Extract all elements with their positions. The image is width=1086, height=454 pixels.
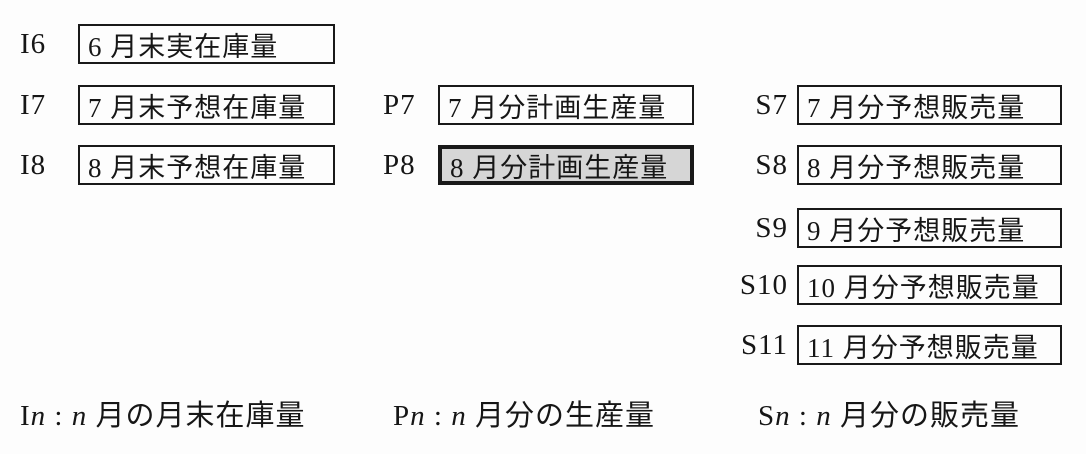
node-i7: I7 7 月末予想在庫量 bbox=[20, 84, 335, 126]
node-symbol-s11: S11 bbox=[740, 328, 788, 361]
legend-sales-desc: 月分の販売量 bbox=[831, 400, 1020, 432]
node-s11: S11 11 月分予想販売量 bbox=[722, 324, 1062, 366]
node-symbol-i7: I7 bbox=[20, 88, 47, 121]
legend-sales-letter: S bbox=[758, 400, 776, 432]
legend-inventory-var: n bbox=[30, 400, 47, 432]
legend-production-var: n bbox=[410, 400, 426, 432]
node-box-s8: 8 月分予想販売量 bbox=[797, 145, 1062, 185]
legend-production-var2: n bbox=[451, 400, 467, 432]
node-i6: I6 6 月末実在庫量 bbox=[20, 23, 335, 65]
node-box-i7: 7 月末予想在庫量 bbox=[78, 85, 335, 125]
legend-sales-sep: : bbox=[790, 400, 817, 432]
legend-inventory: In : n 月の月末在庫量 bbox=[20, 392, 306, 434]
node-p7: P7 7 月分計画生産量 bbox=[383, 84, 694, 126]
node-box-p7: 7 月分計画生産量 bbox=[438, 85, 694, 125]
legend-inventory-desc: 月の月末在庫量 bbox=[87, 400, 306, 432]
legend-sales-var2: n bbox=[816, 400, 832, 432]
legend-production-sep: : bbox=[425, 400, 452, 432]
node-s9: S9 9 月分予想販売量 bbox=[722, 207, 1062, 249]
node-i8: I8 8 月末予想在庫量 bbox=[20, 144, 335, 186]
legend-production-desc: 月分の生産量 bbox=[466, 400, 655, 432]
node-symbol-s8: S8 bbox=[755, 148, 788, 181]
node-s10: S10 10 月分予想販売量 bbox=[722, 264, 1062, 306]
node-box-i6: 6 月末実在庫量 bbox=[78, 24, 335, 64]
legend-production-letter: P bbox=[393, 400, 411, 432]
node-symbol-i8: I8 bbox=[20, 148, 47, 181]
node-box-s9: 9 月分予想販売量 bbox=[797, 208, 1062, 248]
node-box-s11: 11 月分予想販売量 bbox=[797, 325, 1062, 365]
node-box-i8: 8 月末予想在庫量 bbox=[78, 145, 335, 185]
legend-sales: Sn : n 月分の販売量 bbox=[758, 392, 1020, 434]
legend-inventory-var2: n bbox=[71, 400, 88, 432]
node-box-p8: 8 月分計画生産量 bbox=[438, 145, 694, 185]
node-symbol-p7: P7 bbox=[383, 88, 416, 121]
node-symbol-s10: S10 bbox=[739, 268, 788, 301]
node-symbol-i6: I6 bbox=[20, 27, 47, 60]
legend-inventory-letter: I bbox=[20, 400, 31, 432]
node-symbol-s9: S9 bbox=[755, 211, 788, 244]
node-symbol-p8: P8 bbox=[383, 148, 416, 181]
legend-inventory-sep: : bbox=[46, 400, 72, 432]
node-p8-highlighted: P8 8 月分計画生産量 bbox=[383, 144, 694, 186]
node-box-s10: 10 月分予想販売量 bbox=[797, 265, 1062, 305]
node-box-s7: 7 月分予想販売量 bbox=[797, 85, 1062, 125]
legend-sales-var: n bbox=[775, 400, 791, 432]
node-s8: S8 8 月分予想販売量 bbox=[722, 144, 1062, 186]
node-s7: S7 7 月分予想販売量 bbox=[722, 84, 1062, 126]
legend-production: Pn : n 月分の生産量 bbox=[393, 392, 655, 434]
node-symbol-s7: S7 bbox=[755, 88, 788, 121]
